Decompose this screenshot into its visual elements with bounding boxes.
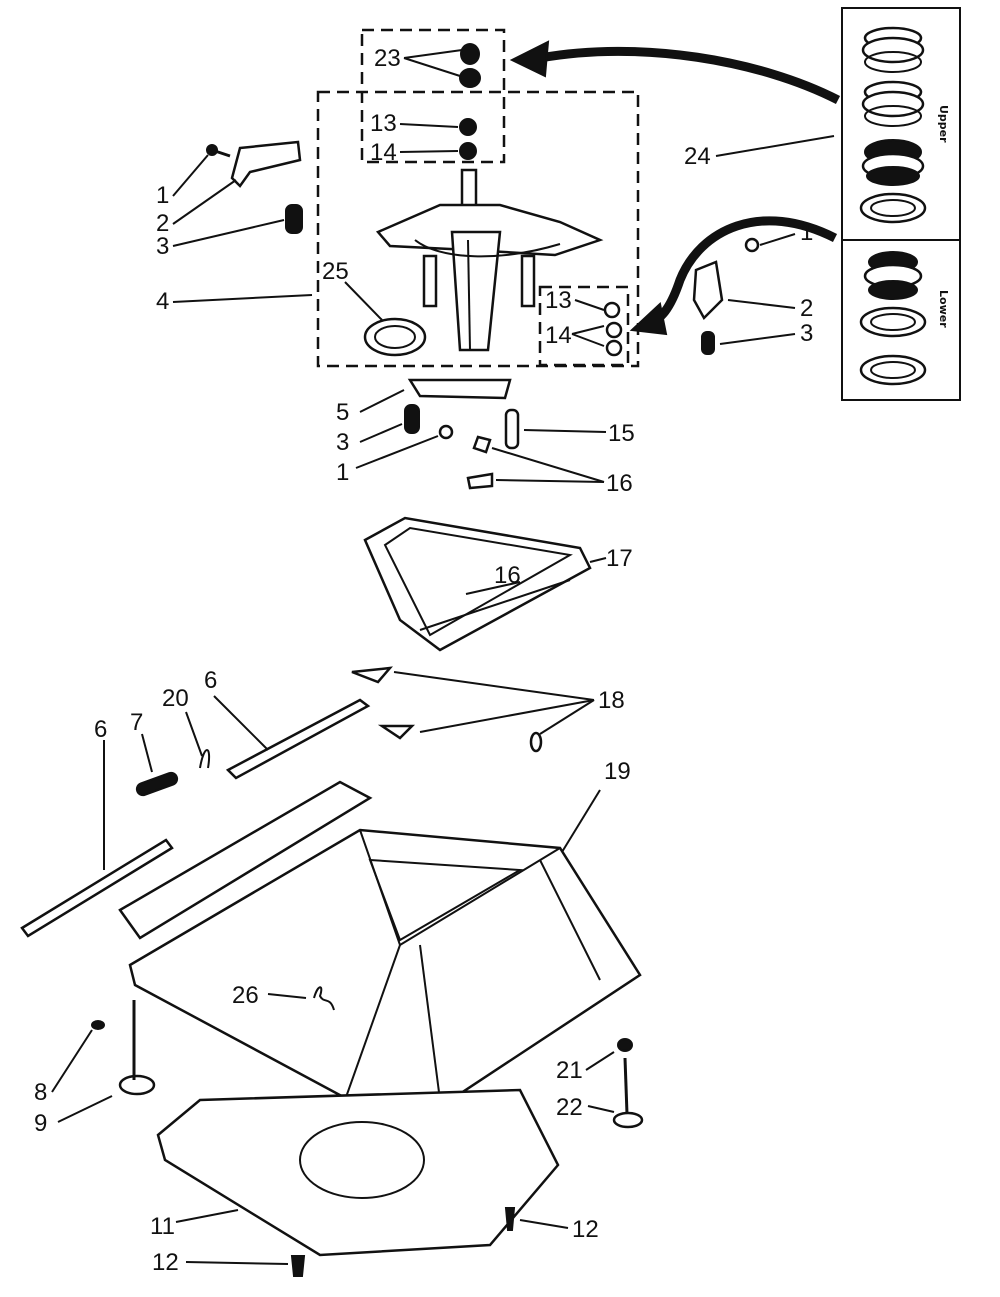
grommet-25 bbox=[363, 317, 427, 357]
base-plate-17 bbox=[363, 516, 592, 652]
callout-3-upper-left: 3 bbox=[156, 233, 169, 260]
callout-2-upper-left: 2 bbox=[156, 210, 169, 237]
assembly-13-14-box bbox=[538, 285, 630, 367]
callout-24: 24 bbox=[684, 143, 711, 170]
lower-curved-arrow bbox=[629, 216, 838, 336]
foot-22 bbox=[612, 1057, 644, 1129]
callout-12-right: 12 bbox=[572, 1216, 599, 1243]
rail-6-lower bbox=[20, 838, 174, 938]
spring-3-upper bbox=[285, 204, 303, 234]
screw-12-right bbox=[504, 1207, 516, 1231]
bolt-1-upper bbox=[206, 144, 231, 158]
callout-11: 11 bbox=[150, 1213, 175, 1240]
snubber-legend-box: Upper Lower bbox=[841, 7, 961, 401]
pin-15 bbox=[504, 408, 520, 450]
rail-6-upper bbox=[225, 698, 371, 780]
clip-20 bbox=[199, 749, 210, 769]
nut-8 bbox=[91, 1020, 105, 1030]
spring-26 bbox=[313, 986, 335, 1011]
leader-lines bbox=[51, 49, 835, 1265]
callout-8: 8 bbox=[34, 1079, 47, 1106]
spindle-balls bbox=[459, 43, 481, 160]
callout-7: 7 bbox=[130, 709, 143, 736]
callout-14-top: 14 bbox=[370, 139, 397, 166]
ring-3 bbox=[861, 139, 925, 186]
callout-17: 17 bbox=[606, 545, 633, 572]
callout-26: 26 bbox=[232, 982, 259, 1009]
callout-23: 23 bbox=[374, 45, 401, 72]
callout-20: 20 bbox=[162, 685, 189, 712]
callout-labels: 23 13 14 1 2 3 4 25 24 1 2 3 13 14 5 3 1… bbox=[34, 45, 813, 1276]
legend-upper-label: Upper bbox=[937, 105, 950, 143]
callout-5: 5 bbox=[336, 399, 349, 426]
assembly-4-box bbox=[316, 90, 640, 368]
frame-19 bbox=[118, 780, 642, 1132]
pin-7 bbox=[135, 771, 179, 797]
callout-3-right: 3 bbox=[800, 320, 813, 347]
callout-19: 19 bbox=[604, 758, 631, 785]
callout-16-upper: 16 bbox=[606, 470, 633, 497]
callout-1-right: 1 bbox=[800, 219, 813, 246]
callout-25: 25 bbox=[322, 258, 349, 285]
fasteners-18 bbox=[351, 666, 543, 753]
callout-3-lower: 3 bbox=[336, 429, 349, 456]
bracket-2-upper bbox=[230, 140, 302, 188]
callout-13-top: 13 bbox=[370, 110, 397, 137]
bolt-1-lower bbox=[438, 424, 454, 440]
foot-9 bbox=[118, 1000, 156, 1096]
ring-1 bbox=[861, 26, 925, 73]
bracket-5 bbox=[407, 378, 512, 400]
screw-12-bottom bbox=[290, 1255, 306, 1277]
bolt-1-right bbox=[744, 237, 760, 253]
ring-7 bbox=[859, 354, 927, 386]
legend-lower-label: Lower bbox=[937, 290, 950, 328]
base-11 bbox=[156, 1088, 560, 1257]
ring-2 bbox=[861, 80, 925, 127]
spring-3-lower bbox=[404, 404, 420, 434]
callout-6-upper: 6 bbox=[204, 667, 217, 694]
assembly-23-box bbox=[360, 28, 506, 164]
callout-18: 18 bbox=[598, 687, 625, 714]
callout-15: 15 bbox=[608, 420, 635, 447]
parts-13-14-right bbox=[603, 301, 623, 357]
callout-2-right: 2 bbox=[800, 295, 813, 322]
callout-1-lower: 1 bbox=[336, 459, 349, 486]
spring-3-right bbox=[701, 331, 715, 355]
callout-16-lower: 16 bbox=[494, 562, 521, 589]
callout-13-right: 13 bbox=[545, 287, 572, 314]
ring-4 bbox=[859, 192, 927, 224]
callout-1-upper-left: 1 bbox=[156, 182, 169, 209]
ring-6 bbox=[859, 306, 927, 338]
callout-12-bottom: 12 bbox=[152, 1249, 179, 1276]
upper-curved-arrow bbox=[509, 40, 841, 105]
callout-4: 4 bbox=[156, 288, 169, 315]
callout-22: 22 bbox=[556, 1094, 583, 1121]
callout-21: 21 bbox=[556, 1057, 583, 1084]
callout-14-right: 14 bbox=[545, 322, 572, 349]
callout-9: 9 bbox=[34, 1110, 47, 1137]
callout-6-lower: 6 bbox=[94, 716, 107, 743]
ring-5 bbox=[863, 251, 923, 300]
suspension-assembly bbox=[375, 168, 604, 352]
bracket-2-right bbox=[692, 260, 724, 321]
nut-21 bbox=[617, 1038, 633, 1052]
